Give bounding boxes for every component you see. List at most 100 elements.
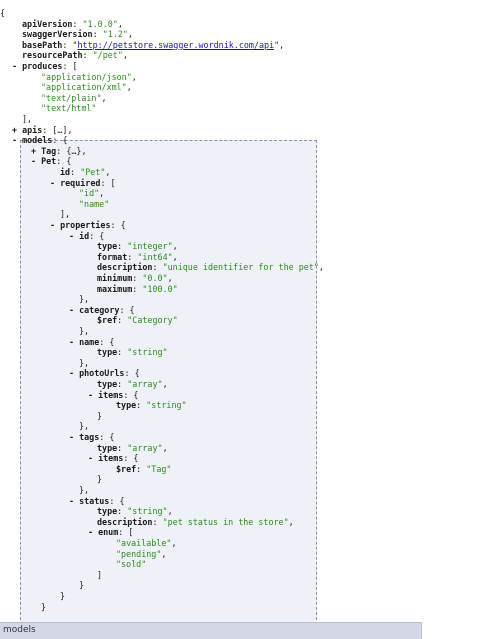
- json-line: format: "int64",: [97, 252, 178, 263]
- json-line: type: "array",: [97, 379, 168, 390]
- json-line: "available",: [116, 538, 177, 549]
- json-key: items: [98, 453, 124, 464]
- json-punctuation: :: [136, 463, 147, 474]
- json-key: type: [97, 241, 118, 252]
- json-punctuation: : {: [119, 304, 135, 315]
- json-punctuation: :: [152, 262, 163, 273]
- json-key: models: [22, 135, 53, 146]
- expand-collapse-toggle[interactable]: -: [12, 135, 23, 146]
- json-line: },: [79, 294, 89, 305]
- json-string-value: "sold": [116, 559, 147, 570]
- json-line: }: [79, 580, 84, 591]
- json-string-value: "int64": [137, 251, 173, 262]
- json-punctuation: ,: [161, 548, 167, 559]
- json-line: basePath: "http://petstore.swagger.wordn…: [22, 40, 284, 51]
- json-punctuation: ,: [99, 188, 105, 199]
- json-string-value: "name": [79, 198, 110, 209]
- json-punctuation: ,: [105, 167, 111, 177]
- json-line: $ref: "Category": [97, 315, 178, 326]
- json-line: "name": [79, 199, 109, 210]
- json-punctuation: : [: [100, 177, 116, 188]
- expand-collapse-toggle[interactable]: -: [69, 304, 80, 315]
- json-punctuation: :: [132, 273, 143, 283]
- json-key: resourcePath: [22, 50, 83, 61]
- status-bar-path: models: [3, 625, 36, 635]
- json-key: photoUrls: [79, 368, 125, 379]
- json-line: type: "integer",: [97, 241, 178, 252]
- expand-collapse-toggle[interactable]: +: [31, 145, 42, 156]
- json-punctuation: ,: [167, 273, 173, 283]
- json-punctuation: : {: [99, 432, 115, 442]
- json-line: ],: [60, 209, 70, 220]
- expand-collapse-toggle[interactable]: -: [69, 432, 80, 442]
- json-line: {: [0, 8, 5, 19]
- json-string-value: "string": [127, 506, 168, 517]
- expand-collapse-toggle[interactable]: -: [12, 61, 23, 71]
- json-string-value: "id": [79, 188, 100, 199]
- expand-collapse-toggle[interactable]: -: [50, 220, 61, 230]
- expand-collapse-toggle[interactable]: -: [69, 336, 80, 347]
- json-line: },: [79, 421, 89, 432]
- base-path-link[interactable]: http://petstore.swagger.wordnik.com/api: [77, 39, 275, 50]
- json-line: ],: [22, 114, 32, 125]
- json-key: $ref: [97, 315, 118, 326]
- json-line: "text/html": [41, 103, 96, 114]
- expand-collapse-toggle[interactable]: -: [50, 177, 61, 188]
- json-line: - photoUrls: {: [69, 368, 140, 379]
- json-line: type: "string": [97, 347, 168, 358]
- expand-collapse-toggle[interactable]: -: [69, 230, 80, 241]
- json-key: swaggerVersion: [22, 29, 93, 40]
- expand-collapse-toggle[interactable]: -: [69, 495, 80, 506]
- json-string-value: "integer": [127, 241, 173, 252]
- json-key: Pet: [41, 156, 57, 167]
- json-punctuation: : {: [52, 135, 68, 146]
- json-punctuation: : {: [123, 453, 139, 464]
- json-key: status: [79, 495, 110, 506]
- json-punctuation: : {: [89, 230, 105, 241]
- json-punctuation: :: [117, 442, 128, 453]
- json-string-value: "pending": [116, 548, 162, 559]
- expand-collapse-toggle[interactable]: -: [88, 527, 99, 538]
- json-punctuation: :: [152, 516, 163, 527]
- json-punctuation: :: [92, 29, 103, 40]
- expand-collapse-toggle[interactable]: +: [12, 124, 23, 135]
- json-line: "pending",: [116, 549, 166, 560]
- json-punctuation: :: [117, 347, 128, 358]
- json-punctuation: : [: [118, 527, 134, 538]
- json-string-value: "string": [127, 347, 168, 358]
- json-string-value: "1.0.0": [82, 18, 118, 29]
- json-punctuation: ]: [97, 569, 103, 580]
- json-line: },: [79, 485, 89, 496]
- json-line: "application/json",: [41, 72, 137, 83]
- json-punctuation: },: [79, 326, 90, 336]
- json-punctuation: ,: [101, 92, 107, 103]
- json-line: "application/xml",: [41, 82, 132, 93]
- json-punctuation: ,: [162, 442, 168, 453]
- json-punctuation: : [: [62, 61, 78, 71]
- json-key: required: [60, 177, 101, 188]
- json-string-value: "text/html": [41, 103, 97, 114]
- json-line: - models: {: [12, 135, 68, 146]
- json-line: description: "unique identifier for the …: [97, 262, 324, 273]
- json-line: $ref: "Tag": [116, 464, 171, 475]
- json-punctuation: ,: [172, 251, 178, 262]
- json-key: $ref: [116, 463, 137, 474]
- json-line: apiVersion: "1.0.0",: [22, 19, 123, 30]
- json-punctuation: :: [72, 18, 83, 29]
- json-line: type: "array",: [97, 443, 168, 454]
- json-punctuation: ,: [117, 18, 123, 29]
- expand-collapse-toggle[interactable]: -: [88, 389, 99, 400]
- expand-collapse-toggle[interactable]: -: [69, 368, 80, 379]
- json-line: type: "string",: [97, 506, 173, 517]
- json-string-value: "available": [116, 538, 172, 548]
- json-punctuation: : {…},: [56, 145, 87, 156]
- json-line: - produces: [: [12, 61, 78, 72]
- json-punctuation: ,: [318, 262, 324, 273]
- json-string-value: "application/xml": [41, 82, 127, 93]
- json-line: "sold": [116, 559, 146, 570]
- json-line: },: [79, 358, 89, 369]
- json-line: + apis: […],: [12, 125, 73, 136]
- expand-collapse-toggle[interactable]: -: [31, 156, 42, 167]
- json-punctuation: ,: [127, 29, 133, 40]
- expand-collapse-toggle[interactable]: -: [88, 453, 99, 464]
